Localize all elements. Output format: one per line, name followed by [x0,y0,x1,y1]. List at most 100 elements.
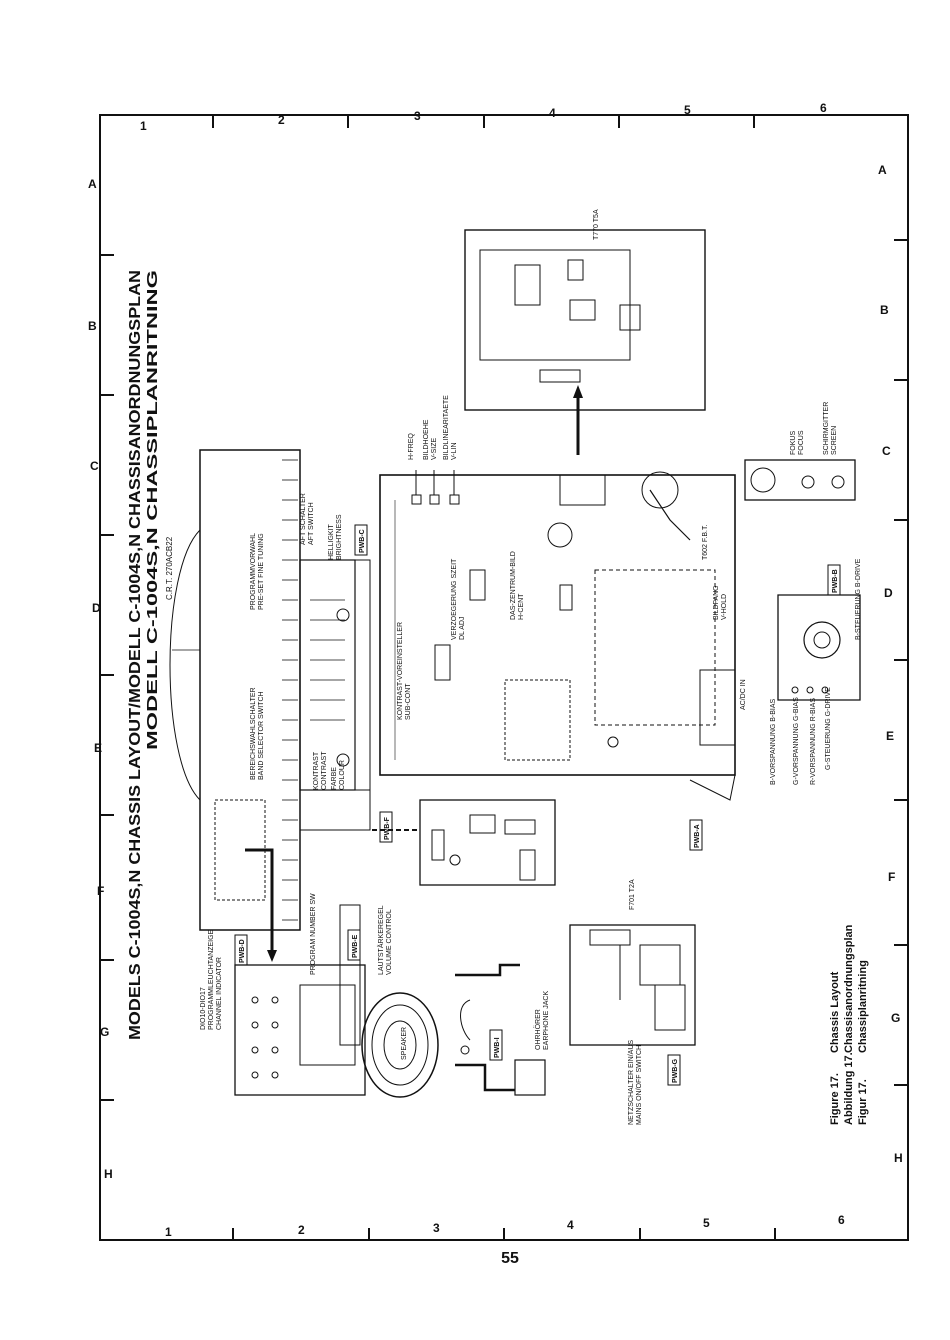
grid-number: 3 [433,1221,440,1235]
grid-letter: C [90,459,99,473]
grid-letter: B [880,303,889,317]
grid-number: 5 [684,103,691,117]
band-selector-label-de: BEREICHSWAHLSCHALTER [250,687,257,780]
speaker-label: SPEAKER [401,1027,408,1060]
grid-letter: E [886,729,894,743]
grid-letters-right: A B C D E F G H [878,163,903,1165]
mains-label-de: NETZSCHALTER EIN/AUS [628,1040,635,1125]
sheet-title: MODELS C-1004S,N CHASSIS LAYOUT/MODELL C… [127,270,161,1040]
channel-indicator-label-1: DIO10-DIO17 [200,987,207,1030]
grid-letter: G [100,1025,109,1039]
preset-label-en: PRE-SET FINE TUNING [258,533,265,610]
crt-socket-labels: B-STEUERUNG B-DRIVE G-STEUERUNG G-DRIVE … [770,558,862,785]
brightness-label-de: HELLIGKIT [328,523,335,560]
screen-label-de: SCHIRMGITTER [823,402,830,455]
grid-ticks [100,115,908,1240]
fuse-f701-label: F701 T2A [629,879,636,910]
grid-letter: D [92,601,101,615]
caption-label-3: Figur 17. [857,1079,869,1125]
grid-letters-left: A B C D E F G H [88,177,113,1181]
main-board-pots [411,470,460,505]
gbias-label: G-VORSPANNUNG G-BIAS [793,697,800,785]
band-selector-label-en: BAND SELECTOR SWITCH [258,691,265,780]
focus-label-de: FOKUS [790,431,797,455]
channel-indicator-labels: DIO10-DIO17 PROGRAMMLEUCHTANZEIGE CHANNE… [200,893,317,1030]
brightness-label-en: BRIGHTNESS [336,514,343,560]
speaker-assembly [339,904,439,1098]
earphone-label-de: OHRHÖRER [534,1009,542,1050]
grid-letter: B [88,319,97,333]
grid-numbers-bottom: 1 2 3 4 5 6 [165,1213,845,1239]
grid-letter: F [97,884,104,898]
title-line-2: MODELL C-1004S,N CHASSIPLANRITNING [144,270,161,750]
arrow-head [573,385,583,398]
page-number: 55 [501,1250,519,1267]
grid-letter: A [88,177,97,191]
channel-indicator-label-3: CHANNEL INDICATOR [216,957,223,1030]
aft-label-de: AFT SCHALTER [300,493,307,545]
pwb-g-tag: PWB-G [672,1058,679,1083]
pwb-a-tag: PWB-A [694,824,701,848]
vsize-label-en: V-SIZE [431,437,438,460]
focus-screen-labels: FOKUS FOCUS SCHIRMGITTER SCREEN [790,402,838,455]
caption-text-3: Chassiplanritning [857,960,869,1053]
volume-label-en: VOLUME CONTROL [386,909,393,975]
pwb-d-tag: PWB-D [239,939,246,963]
pwb-tags-left: PWB-C PWB-F [354,524,393,843]
aft-label-en: AFT SWITCH [308,502,315,545]
grid-letter: F [888,870,895,884]
grid-letter: H [894,1151,903,1165]
grid-numbers-top: 1 2 3 4 5 6 [140,101,827,133]
sub-board [419,799,556,886]
grid-number: 2 [278,113,285,127]
title-line-1: MODELS C-1004S,N CHASSIS LAYOUT/MODELL C… [127,270,144,1040]
grid-number: 4 [567,1218,574,1232]
earphone-label-en: EARPHONE JACK [543,991,550,1050]
top-board [464,229,706,411]
hfreq-label: H-FREQ [408,433,415,460]
pwb-c-tag: PWB-C [359,529,366,553]
crt-front-panel [169,449,371,931]
program-number-switch-label: PROGRAM NUMBER SW [310,893,317,975]
volume-label-de: LAUTSTÄRKEREGEL [377,905,385,975]
mains-switch-assembly [455,963,546,1096]
vhold-label-en: V-HOLD [721,594,728,620]
delay-label-en: DL ADJ [459,617,466,640]
grid-letter: E [94,741,102,755]
pwb-f-tag: PWB-F [384,816,391,840]
grid-letter: G [891,1011,900,1025]
grid-number: 5 [703,1216,710,1230]
grid-letter: H [104,1167,113,1181]
grid-number: 1 [140,119,147,133]
pwb-a-leader [689,774,736,801]
screen-label-en: SCREEN [831,426,838,455]
caption-label-1: Figure 17. [829,1073,841,1125]
vlin-label-en: V-LIN [451,442,458,460]
focus-label-en: FOCUS [798,430,805,455]
connector-arrow [245,848,274,955]
crt-label: C.R.T. 270ACB22 [165,536,174,600]
contrast-label-de: KONTRAST [313,751,320,790]
volume-labels: LAUTSTÄRKEREGEL VOLUME CONTROL [377,905,393,975]
subcont-label: SUB-CONT [405,683,412,720]
main-chassis-board [379,471,736,776]
preset-label-de: PROGRAMMVORWAHL [250,533,257,610]
focus-screen-block [744,459,856,501]
vsize-label-de: BILDHOEHE [423,419,430,460]
grid-number: 6 [820,101,827,115]
bdrive-label: B-STEUERUNG B-DRIVE [855,558,862,640]
grid-number: 2 [298,1223,305,1237]
crt-socket-board [777,594,861,701]
vlin-label-de: BILDLINEARITAETE [443,395,450,460]
grid-letter: D [884,586,893,600]
grid-letter: A [878,163,887,177]
contrast-preset-label: KONTRAST-VOREINSTELLER [397,622,404,720]
arrow-head [267,950,277,962]
front-panel-labels: BEREICHSWAHLSCHALTER BAND SELECTOR SWITC… [250,493,346,790]
delay-label-de: VERZOEGERUNG SZEIT [451,558,458,640]
mains-label-en: MAINS ON/OFF SWITCH [636,1045,643,1125]
pwb-e-tag: PWB-E [352,934,359,958]
colour-label-de: FARBE [331,767,338,790]
grid-number: 1 [165,1225,172,1239]
